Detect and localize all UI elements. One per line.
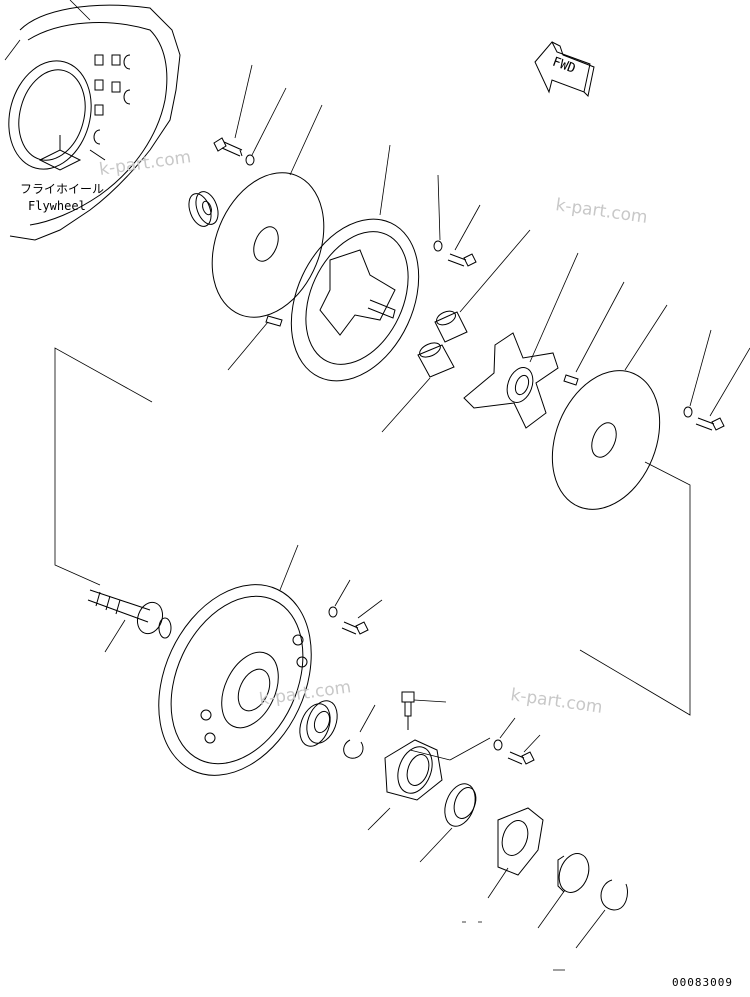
flywheel-housing	[4, 0, 181, 241]
pilot-bearing	[188, 191, 219, 227]
dowel-pin-2	[563, 374, 579, 386]
washer-top-1	[245, 154, 255, 166]
snap-ring-1	[343, 739, 364, 759]
bolt-bottom-2	[507, 751, 535, 765]
rubber-bushing-1	[434, 310, 468, 343]
watermark-1: k-part.com	[98, 147, 192, 180]
ball-bearing	[299, 700, 338, 747]
washer-bottom-1	[328, 606, 338, 618]
flywheel-label-en: Flywheel	[28, 199, 86, 213]
splined-shaft	[87, 589, 172, 639]
bolt-top-2	[447, 253, 477, 267]
assembly-connector-left	[54, 347, 153, 586]
bolt-top-1	[213, 137, 243, 157]
assembly-connector-right	[579, 461, 691, 716]
drive-plate-2	[551, 370, 661, 510]
bearing-housing	[384, 739, 443, 801]
drive-plate-1	[211, 172, 325, 318]
snap-ring-2	[600, 879, 628, 911]
coupling-flange-housing	[158, 584, 312, 776]
end-cap	[557, 853, 590, 893]
watermark-3: k-part.com	[258, 677, 352, 710]
coupling-housing	[290, 218, 420, 382]
fwd-direction-arrow: FWD	[534, 41, 595, 98]
washer-bottom-2	[493, 739, 503, 751]
washer-top-2	[433, 240, 443, 252]
watermark-4: k-part.com	[509, 685, 603, 718]
rubber-bushing-2	[417, 342, 455, 378]
grease-fitting	[401, 691, 415, 730]
coupling-hub	[463, 332, 559, 429]
bolt-bottom-1	[341, 621, 369, 635]
oil-seal	[444, 783, 477, 827]
universal-joint-yoke	[497, 807, 544, 876]
watermark-2: k-part.com	[554, 195, 648, 228]
flywheel-label-jp: フライホイール	[20, 182, 104, 196]
bolt-top-3	[695, 417, 725, 431]
washer-top-3	[683, 406, 693, 418]
drawing-number: 00083009	[672, 976, 733, 989]
dowel-pin-1	[265, 315, 283, 327]
